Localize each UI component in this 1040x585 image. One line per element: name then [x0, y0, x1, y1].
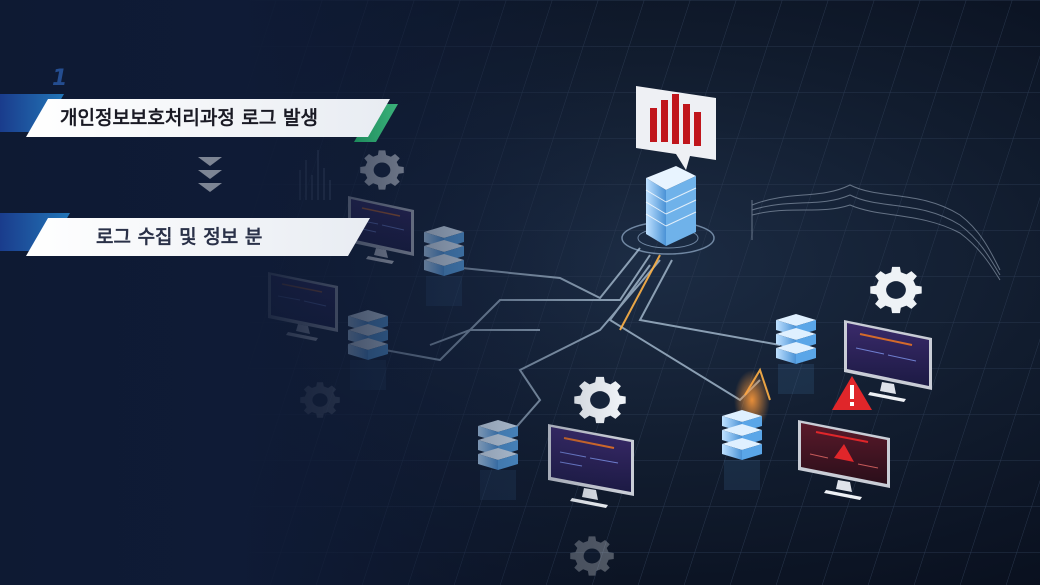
- server-icon: [478, 420, 518, 500]
- step-number: 1: [52, 66, 68, 91]
- warning-icon: [834, 444, 854, 462]
- bar-chart-icon: [636, 86, 716, 170]
- chevron-down-icon: [198, 157, 222, 192]
- wave-graph: [751, 184, 1001, 281]
- gear-icon: [300, 382, 340, 418]
- central-server: [645, 166, 697, 246]
- server-icon: [722, 410, 762, 490]
- server-icon: [348, 310, 388, 390]
- gear-icon: [574, 376, 626, 424]
- step-banner-log-generation: 개인정보보호처리과정 로그 발생: [26, 99, 390, 137]
- monitor-icon: [844, 320, 932, 402]
- server-icon: [776, 314, 816, 394]
- gear-icon: [360, 150, 404, 190]
- server-icon: [424, 226, 464, 306]
- gear-icon: [570, 536, 614, 576]
- step-banner-log-collection: 로그 수집 및 정보 분: [26, 218, 370, 256]
- warning-icon: [832, 376, 872, 410]
- monitor-alert: [798, 420, 890, 500]
- gear-icon: [870, 266, 922, 314]
